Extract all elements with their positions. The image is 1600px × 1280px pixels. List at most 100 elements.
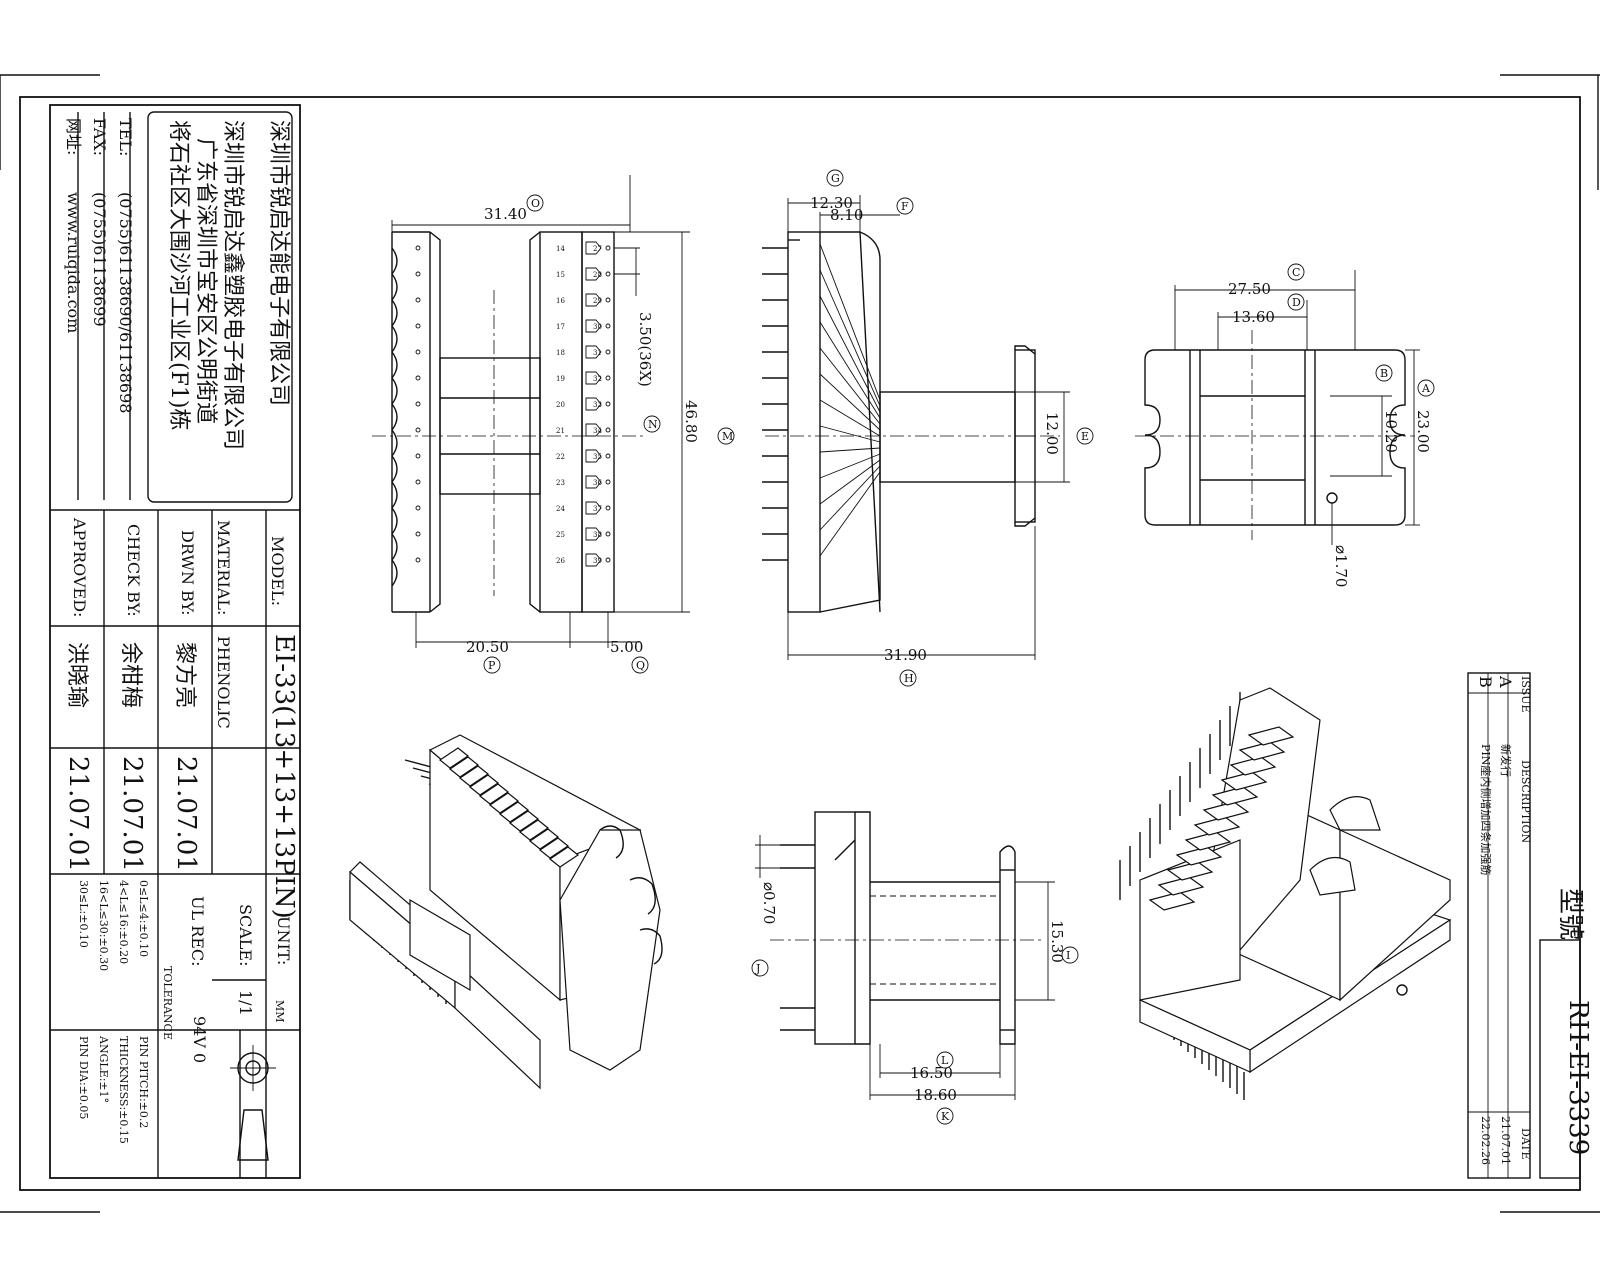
pin-hole — [415, 401, 421, 407]
dim-Q: 5.00 — [610, 638, 643, 656]
drwn-name: 黎方亮 — [172, 642, 197, 708]
web-value: www.ruiqida.com — [64, 192, 83, 333]
top-view: 1415161718192021222324252627282930313233… — [372, 175, 735, 674]
side-fin — [819, 425, 881, 443]
rev-a-desc: 新发行 — [1499, 744, 1513, 777]
callout-G: G — [831, 172, 840, 185]
pin-number-label: 16 — [556, 297, 565, 305]
unit-value: MM — [273, 1000, 286, 1023]
web-label: 网址: — [64, 118, 83, 155]
desc-label: DESCRIPTION — [1519, 760, 1532, 844]
dim-M: 46.80 — [682, 400, 700, 443]
isometric-view-left — [349, 734, 663, 1090]
scale-value: 1/1 — [236, 990, 255, 1016]
callout-J: J — [755, 962, 760, 975]
pin-number-label: 34 — [593, 427, 602, 435]
pin-hole — [415, 323, 421, 329]
iso-fin — [1220, 771, 1268, 791]
approved-label: APPROVED: — [70, 517, 89, 617]
side-fin — [819, 465, 881, 531]
pin-slot — [585, 293, 602, 307]
pin-slot — [585, 475, 602, 489]
pin-number-label: 22 — [556, 453, 565, 461]
rev-a-issue: A — [1496, 675, 1515, 688]
pin-hole — [415, 453, 421, 459]
pin-pitch-tol: PIN PITCH:±0.2 — [137, 1036, 150, 1128]
side-fin — [819, 453, 881, 479]
date-label: DATE — [1519, 1128, 1532, 1160]
pin-hole — [605, 531, 611, 537]
pin-slot — [585, 319, 602, 333]
material-label: MATERIAL: — [214, 520, 233, 615]
dim-A: 23.00 — [1414, 410, 1432, 453]
angle-tol: ANGLE:±1° — [97, 1035, 110, 1103]
callout-F: F — [901, 200, 909, 213]
iso-fin — [488, 792, 520, 814]
pin-number-label: 30 — [593, 323, 602, 331]
check-date: 21.07.01 — [117, 756, 147, 872]
tel-value: (0755)61138690/61138698 — [116, 192, 135, 413]
check-label: CHECK BY: — [124, 524, 143, 617]
title-block — [49, 104, 301, 1179]
callout-K: K — [941, 1110, 950, 1123]
pin-hole — [605, 427, 611, 433]
pin-slot — [585, 423, 602, 437]
pin-number-label: 18 — [556, 349, 565, 357]
rev-b-issue: B — [1476, 676, 1495, 688]
pin-hole — [415, 271, 421, 277]
iso-fin — [518, 819, 550, 841]
drwn-label: DRWN BY: — [178, 530, 197, 616]
pin-slot — [585, 371, 602, 385]
iso-fin — [1157, 876, 1205, 896]
pin-hole — [415, 245, 421, 251]
pin-slot — [585, 241, 602, 255]
scale-label: SCALE: — [236, 904, 255, 966]
side-fin — [819, 243, 881, 401]
pin-hole — [605, 401, 611, 407]
side-fin — [819, 459, 881, 505]
callout-C: C — [1292, 266, 1300, 279]
dim-L: 16.50 — [910, 1064, 953, 1082]
callout-M: M — [722, 430, 733, 443]
callout-E: E — [1081, 430, 1089, 443]
pin-number-label: 36 — [593, 479, 602, 487]
pin-number-label: 39 — [593, 557, 602, 565]
iso-fin — [1229, 756, 1277, 776]
iso-fin — [1193, 816, 1241, 836]
tolerance-4: 30≤L:±0.10 — [77, 880, 90, 948]
callout-N: N — [648, 418, 658, 431]
company-text: 深圳市锐启达能电子有限公司 深圳市锐启达鑫塑胶电子有限公司 广东省深圳市宝安区公… — [64, 118, 291, 450]
thickness-tol: THICKNESS:±0.15 — [117, 1036, 130, 1144]
pin-hole — [415, 349, 421, 355]
pin-number-label: 37 — [593, 505, 602, 513]
callout-O: O — [531, 197, 540, 210]
callout-A: A — [1421, 382, 1431, 395]
company-name-2: 深圳市锐启达鑫塑胶电子有限公司 — [220, 120, 245, 450]
pin-hole — [415, 505, 421, 511]
front-view: ⌀0.70 15.30 16.50 18.60 J I L K — [751, 811, 1079, 1125]
pin-hole — [415, 297, 421, 303]
tolerance-label: TOLERANCE — [161, 966, 174, 1040]
ul-label: UL REC: — [188, 896, 207, 967]
pin-slot — [585, 345, 602, 359]
iso-fin — [478, 783, 510, 805]
pin-number-label: 29 — [593, 297, 602, 305]
unit-label: UNIT: — [274, 916, 293, 965]
dim-I: 15.30 — [1048, 920, 1066, 963]
iso-fin — [448, 756, 480, 778]
pin-number-label: 21 — [556, 427, 565, 435]
dim-E: 12.00 — [1043, 412, 1061, 455]
title-fields: MODEL: EI-33(13+13+13PIN) MATERIAL: PHEN… — [63, 517, 299, 1144]
dim-F: 8.10 — [830, 206, 863, 224]
pin-slot — [585, 501, 602, 515]
side-fin — [819, 269, 881, 407]
iso-fin — [438, 747, 470, 769]
side-fin — [819, 321, 881, 419]
iso-fin — [1166, 861, 1214, 881]
tolerance-1: 0≤L≤4:±0.10 — [137, 880, 150, 957]
dim-G: 12.30 — [810, 194, 853, 212]
tel-label: TEL: — [116, 118, 135, 156]
issue-label: ISSUE — [1519, 676, 1532, 713]
company-address-1: 广东省深圳市宝安区公明街道 — [193, 138, 218, 424]
side-fin — [819, 471, 881, 557]
